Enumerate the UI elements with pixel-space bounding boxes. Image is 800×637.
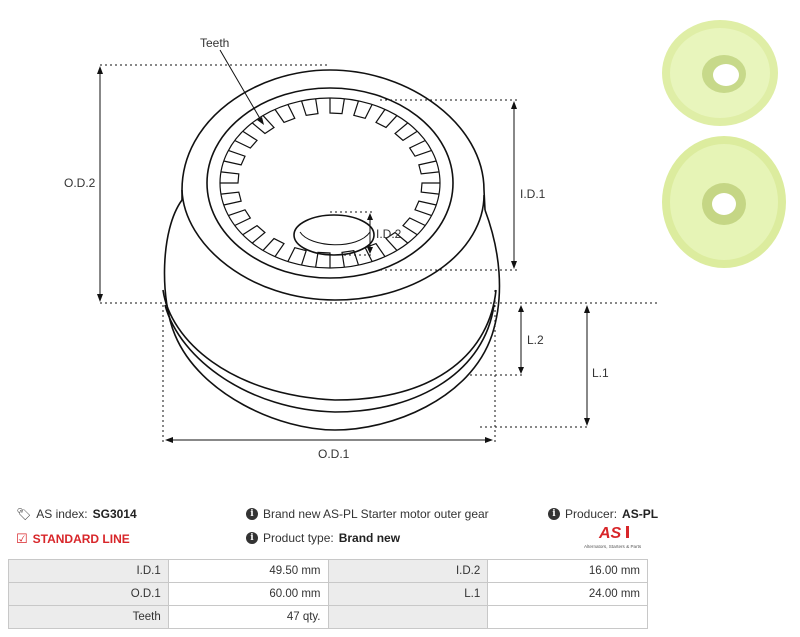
gear-tooth	[353, 100, 373, 120]
od2-label: O.D.2	[64, 176, 96, 190]
spec-label	[327, 605, 489, 629]
spec-label: I.D.1	[8, 559, 169, 583]
tag-icon: 🏷︎	[16, 507, 32, 521]
gear-tooth	[287, 246, 307, 266]
center-bore	[293, 214, 375, 256]
gear-body-ring-2	[164, 304, 495, 413]
as-index-value: SG3014	[92, 507, 137, 521]
gear-tooth	[402, 217, 426, 236]
gear-tooth	[420, 182, 440, 195]
gear-tooth	[300, 98, 319, 117]
standard-line-label: STANDARD LINE	[32, 532, 130, 546]
spec-label: Teeth	[8, 605, 169, 629]
teeth-label: Teeth	[200, 36, 229, 50]
gear-tooth	[408, 139, 432, 157]
gear-tooth	[418, 160, 440, 175]
gear-tooth	[242, 224, 266, 244]
product-type-label: Product type:	[263, 531, 334, 545]
spec-value	[487, 605, 648, 629]
as-index: 🏷︎ AS index: SG3014	[16, 507, 137, 521]
description-row: i Brand new AS-PL Starter motor outer ge…	[246, 507, 489, 521]
gear-body-ring-1	[162, 289, 497, 401]
l1-label: L.1	[592, 366, 609, 380]
as-pl-logo: AS Alternators, Starters & Parts	[584, 525, 642, 549]
spec-value: 24.00 mm	[487, 582, 648, 606]
spec-label: L.1	[327, 582, 489, 606]
gear-tooth	[262, 237, 285, 257]
as-index-label: AS index:	[36, 507, 88, 521]
l2-label: L.2	[527, 333, 544, 347]
check-square-icon: ☑	[16, 531, 28, 546]
gear-photo-side	[662, 20, 778, 126]
product-description: Brand new AS-PL Starter motor outer gear	[263, 507, 489, 521]
id1-label: I.D.1	[520, 187, 546, 201]
gear-tooth	[228, 209, 252, 227]
gear-tooth	[220, 191, 242, 206]
spec-value: 49.50 mm	[167, 559, 329, 583]
standard-line: ☑ STANDARD LINE	[16, 531, 130, 547]
gear-tooth	[375, 109, 398, 129]
info-icon: i	[246, 532, 258, 544]
gear-tooth	[414, 200, 437, 217]
teeth-group	[220, 98, 440, 268]
gear-tooth	[329, 98, 345, 115]
gear-tooth	[220, 171, 240, 184]
gear-tooth	[315, 251, 331, 268]
product-type-row: i Product type: Brand new	[246, 531, 400, 545]
gear-tooth	[341, 249, 360, 268]
svg-text:AS: AS	[598, 525, 622, 542]
spec-value: 16.00 mm	[487, 559, 648, 583]
gear-tooth	[251, 115, 275, 135]
producer-value: AS-PL	[622, 507, 659, 521]
product-type-value: Brand new	[338, 531, 401, 545]
id2-label: I.D.2	[376, 227, 402, 241]
gear-tooth	[385, 231, 409, 251]
inner-rim	[206, 87, 454, 279]
gear-tooth	[394, 122, 418, 142]
svg-text:Alternators, Starters & Parts: Alternators, Starters & Parts	[584, 544, 642, 549]
gear-photo-top	[662, 136, 786, 268]
spec-value: 60.00 mm	[167, 582, 329, 606]
spec-label: O.D.1	[8, 582, 169, 606]
gear-sleeve-outline	[181, 69, 486, 211]
od1-label: O.D.1	[318, 447, 350, 461]
info-icon: i	[246, 508, 258, 520]
info-icon: i	[548, 508, 560, 520]
gear-sleeve-bottom	[181, 189, 485, 301]
spec-value: 47 qty.	[167, 605, 329, 629]
gear-technical-drawing: Teeth O.D.2 I.D.1 I.D.2 L.2 L.1 O.D.1	[64, 36, 660, 461]
gear-tooth	[364, 242, 386, 262]
producer-row: i Producer: AS-PL	[548, 507, 658, 521]
producer-label: Producer:	[565, 507, 618, 521]
gear-body-outline	[163, 199, 501, 431]
gear-tooth	[223, 149, 246, 166]
gear-tooth	[234, 130, 258, 149]
gear-tooth	[274, 104, 296, 124]
spec-label: I.D.2	[327, 559, 489, 583]
